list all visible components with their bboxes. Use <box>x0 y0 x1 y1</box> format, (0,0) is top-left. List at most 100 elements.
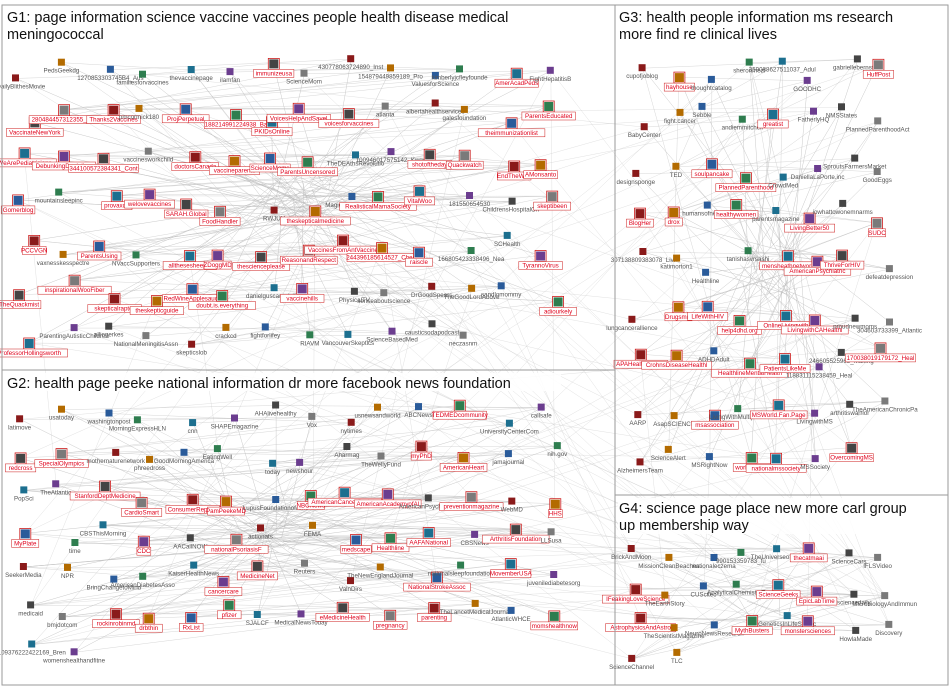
network-node: LivingBetter50 <box>784 212 835 233</box>
node-avatar-icon <box>702 268 710 276</box>
node-label: vaccinesworkchild <box>123 157 173 164</box>
network-edge <box>141 502 262 527</box>
node-avatar-icon <box>70 324 78 332</box>
network-edge <box>265 327 393 332</box>
node-label: ScienceGeeks <box>758 592 798 599</box>
node-avatar-icon <box>231 535 241 545</box>
network-node: BlogHer <box>626 207 654 228</box>
network-edge <box>389 528 516 539</box>
node-avatar-icon <box>778 57 786 65</box>
node-label-box <box>432 410 487 420</box>
node-label: greatist <box>763 121 784 128</box>
network-edge <box>854 121 879 159</box>
network-edge <box>63 68 392 110</box>
network-node: MorningExpressHLN <box>109 416 166 432</box>
network-edge <box>217 254 785 359</box>
network-edge <box>269 151 392 159</box>
network-edge <box>813 59 859 112</box>
node-label: RxList <box>183 624 200 631</box>
node-avatar-icon <box>425 150 435 160</box>
network-edge <box>146 223 301 337</box>
network-edge <box>32 414 715 645</box>
network-node: ScienceAlert <box>651 445 686 462</box>
network-node: welovevaccines <box>124 188 175 209</box>
network-node: GeneticsInLifeScienc <box>758 612 816 628</box>
node-avatar-icon <box>70 648 78 656</box>
network-node: SeekerMedia <box>5 563 42 579</box>
network-node: actionats <box>248 524 273 540</box>
network-node: doubt.is.everything <box>188 290 256 310</box>
node-label: CDC <box>137 548 151 555</box>
node-label: thevaccinepage <box>170 75 214 82</box>
network-node: UniversityCenterCom <box>480 419 539 436</box>
network-node: TheAtlantic <box>40 480 71 496</box>
network-edge <box>17 151 392 201</box>
node-avatar-icon <box>731 200 741 210</box>
node-avatar-icon <box>676 108 684 116</box>
network-edge <box>640 447 852 463</box>
node-avatar-icon <box>226 68 234 76</box>
node-label: doubt.is.everything <box>196 303 248 310</box>
node-label: SHAPEmagazine <box>211 424 259 431</box>
node-label: GoodEggs <box>863 177 892 184</box>
node-avatar-icon <box>544 102 554 111</box>
node-label: vaccinehills <box>286 295 318 302</box>
network-node: CBSNews <box>460 530 489 547</box>
network-edge <box>767 269 815 321</box>
network-edge <box>103 525 237 531</box>
node-avatar-icon <box>638 64 646 72</box>
g1-title-line2: meningococcal <box>7 27 104 43</box>
node-avatar-icon <box>738 115 746 123</box>
network-node: IFeakingLoveScience <box>602 583 670 604</box>
node-label: familiesforvaccines <box>116 80 168 87</box>
node-layer: TheDailyBlithesMoviePedsGeekdg1270853303… <box>0 55 922 671</box>
network-edge <box>59 165 514 193</box>
g4-title-bg <box>618 498 946 534</box>
node-label-box <box>477 128 546 138</box>
node-avatar-icon <box>310 207 320 216</box>
network-edge <box>714 596 766 626</box>
network-edge <box>112 109 472 497</box>
network-node: ScienceCars <box>831 549 867 565</box>
network-edge <box>234 406 420 511</box>
network-node: WebMD <box>501 497 523 514</box>
node-label-box <box>121 508 163 517</box>
node-avatar-icon <box>673 254 681 262</box>
network-edge <box>98 245 633 660</box>
node-avatar-icon <box>674 73 684 83</box>
network-node: nationalsleepfoundation <box>428 561 494 578</box>
node-label: MythBusters <box>735 628 769 635</box>
network-node: 166805423338496_Nea <box>438 247 505 263</box>
node-label: ScienceMom <box>286 79 322 86</box>
node-label: danielguscamolelfox <box>246 293 303 300</box>
node-label-box <box>277 167 338 177</box>
network-node: bmjdotcom <box>47 613 77 629</box>
node-label: 166805423338496_Nea <box>438 256 505 263</box>
network-node: humansofnewyork <box>682 201 733 218</box>
network-node: crackcd <box>215 323 237 340</box>
node-label: EatingWell <box>203 454 232 461</box>
network-edge <box>185 108 881 349</box>
network-edge <box>751 620 797 623</box>
network-node: proudnewmoms <box>833 314 877 331</box>
network-edge <box>28 342 776 459</box>
node-label: ScienceCars <box>831 558 866 565</box>
node-label: thescienceplease <box>237 264 285 271</box>
node-avatar-icon <box>29 236 39 246</box>
node-avatar-icon <box>780 354 790 364</box>
network-node: theskepticalmedicine <box>280 205 351 226</box>
network-node: iowhattowonemnarms <box>813 199 873 216</box>
node-avatar-icon <box>837 251 847 261</box>
network-node: help4dhd.org <box>717 314 762 335</box>
network-node: ParentsUsing <box>77 240 122 261</box>
network-node: immunizeusa <box>253 58 295 78</box>
network-node: thescienceplease <box>232 251 290 271</box>
network-edge <box>109 286 433 327</box>
node-label: TheEarthStory <box>645 601 686 608</box>
node-label: fight.cancer <box>664 118 696 125</box>
network-edge <box>261 527 390 616</box>
network-edge <box>115 576 437 614</box>
node-avatar-icon <box>783 612 791 620</box>
network-edge <box>256 518 269 566</box>
